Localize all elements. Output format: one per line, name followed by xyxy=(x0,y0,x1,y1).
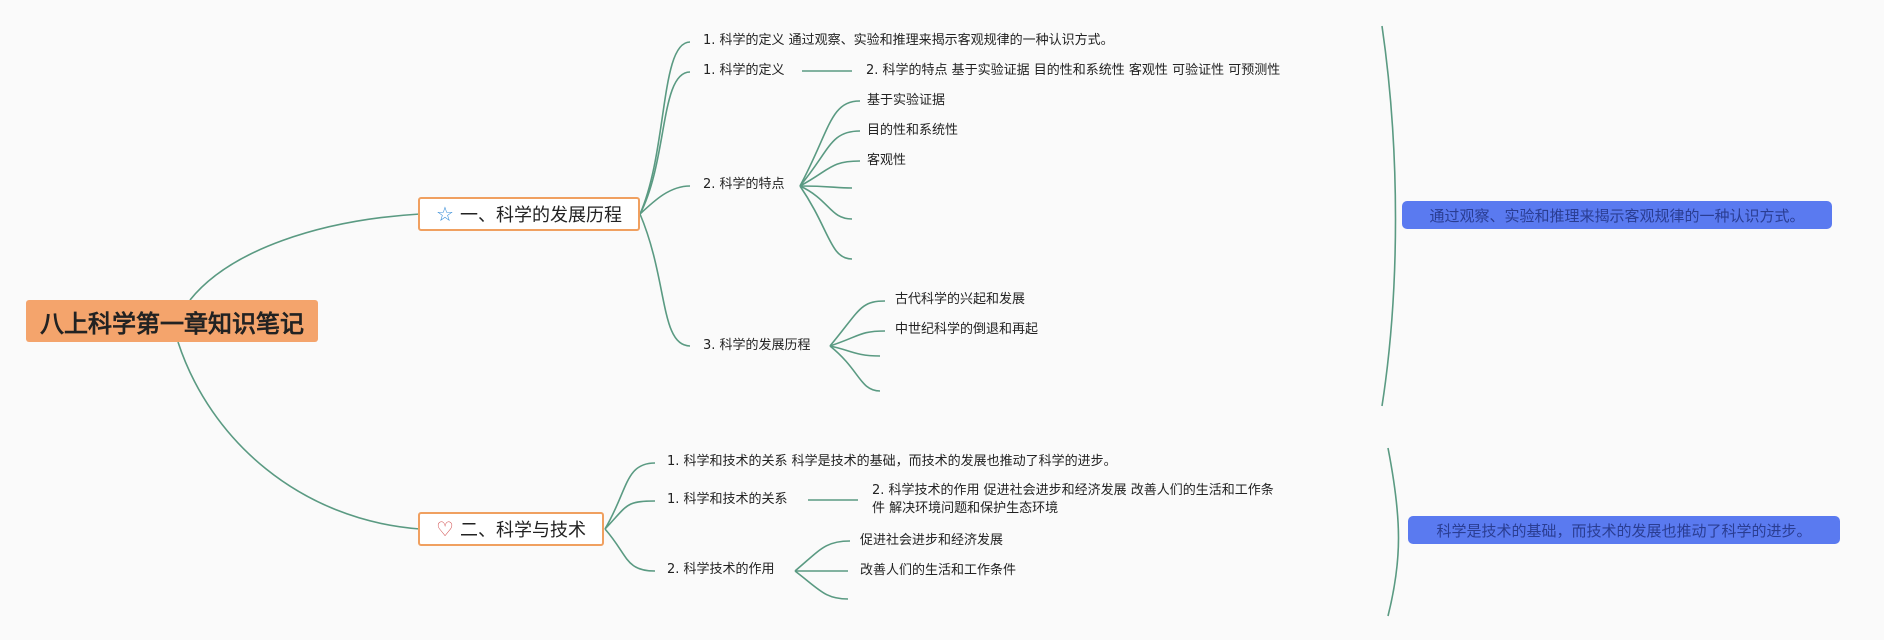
section2-summary-brace xyxy=(1387,447,1400,617)
link-root-section2 xyxy=(177,341,421,530)
link-history-3 xyxy=(829,345,881,357)
feature-item-3[interactable]: 客观性 xyxy=(867,153,907,168)
link-feature-1 xyxy=(799,100,861,187)
section1-history[interactable]: 3. 科学的发展历程 xyxy=(703,338,811,353)
feature-item-2[interactable]: 目的性和系统性 xyxy=(867,123,959,138)
section1-definition-full[interactable]: 1. 科学的定义 通过观察、实验和推理来揭示客观规律的一种认识方式。 xyxy=(703,33,1114,48)
link-feature-2 xyxy=(799,130,861,187)
star-icon: ☆ xyxy=(436,202,454,226)
section2-relation[interactable]: 1. 科学和技术的关系 xyxy=(667,492,788,507)
section2-role[interactable]: 2. 科学技术的作用 xyxy=(667,562,775,577)
section2-relation-full[interactable]: 1. 科学和技术的关系 科学是技术的基础，而技术的发展也推动了科学的进步。 xyxy=(667,454,1117,469)
section1-definition-child[interactable]: 2. 科学的特点 基于实验证据 目的性和系统性 客观性 可验证性 可预测性 xyxy=(866,63,1281,78)
role-item-1[interactable]: 促进社会进步和经济发展 xyxy=(860,533,1004,548)
root-topic[interactable]: 八上科学第一章知识笔记 xyxy=(26,300,318,342)
history-item-2[interactable]: 中世纪科学的倒退和再起 xyxy=(895,322,1039,337)
link-s2-relation-full xyxy=(604,462,656,530)
section1-topic[interactable]: ☆ 一、科学的发展历程 xyxy=(418,197,640,231)
heart-icon: ♡ xyxy=(436,517,454,541)
role-item-2[interactable]: 改善人们的生活和工作条件 xyxy=(860,563,1017,578)
link-s1-history xyxy=(639,213,691,347)
section1-title: 一、科学的发展历程 xyxy=(459,205,622,226)
link-s1-features xyxy=(639,185,691,215)
section2-title: 二、科学与技术 xyxy=(459,520,586,541)
link-history-4 xyxy=(829,345,881,392)
link-s1-definition-full xyxy=(639,41,691,215)
section2-summary[interactable]: 科学是技术的基础，而技术的发展也推动了科学的进步。 xyxy=(1408,516,1840,544)
section1-definition[interactable]: 1. 科学的定义 xyxy=(703,63,785,78)
link-feature-5 xyxy=(799,185,853,220)
link-feature-3 xyxy=(799,160,861,187)
section1-summary[interactable]: 通过观察、实验和推理来揭示客观规律的一种认识方式。 xyxy=(1402,201,1832,229)
link-s2-role xyxy=(604,528,656,572)
link-history-1 xyxy=(829,300,886,347)
link-history-2 xyxy=(829,330,886,347)
section1-summary-brace xyxy=(1381,25,1397,407)
section2-topic[interactable]: ♡ 二、科学与技术 xyxy=(418,512,604,546)
section2-relation-child[interactable]: 2. 科学技术的作用 促进社会进步和经济发展 改善人们的生活和工作条件 解决环境… xyxy=(872,483,1274,516)
link-s2-relation xyxy=(604,500,656,530)
link-role-1 xyxy=(794,540,851,572)
section1-features[interactable]: 2. 科学的特点 xyxy=(703,177,785,192)
link-s1-definition xyxy=(639,71,691,215)
link-role-3 xyxy=(794,570,849,600)
link-feature-4 xyxy=(799,185,853,189)
link-feature-6 xyxy=(799,185,853,260)
link-root-section1 xyxy=(189,213,421,301)
history-item-1[interactable]: 古代科学的兴起和发展 xyxy=(895,292,1026,307)
feature-item-1[interactable]: 基于实验证据 xyxy=(867,93,946,108)
